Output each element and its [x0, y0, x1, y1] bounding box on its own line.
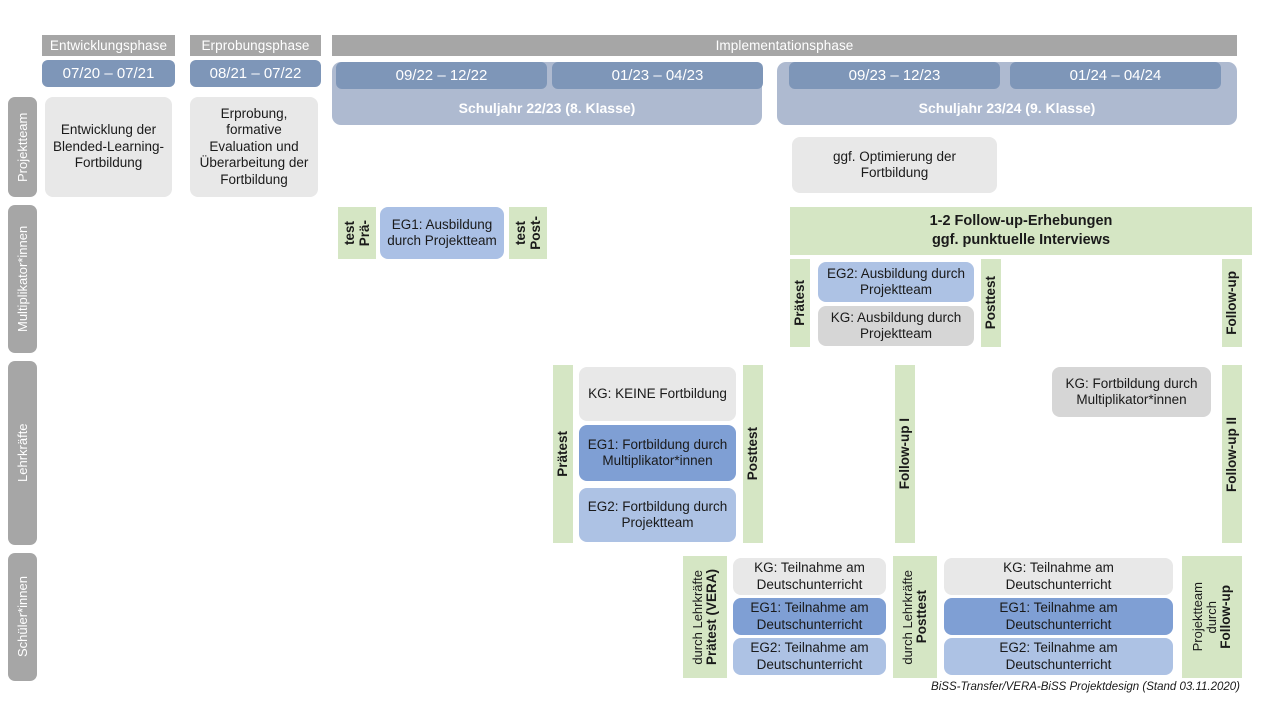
box-eg2-fortbildung-projektteam: EG2: Fortbildung durch Projektteam — [579, 488, 736, 542]
period-label: 01/23 – 04/23 — [611, 67, 704, 84]
box-eg1-fortbildung-multiplikatoren: EG1: Fortbildung durch Multiplikator*inn… — [579, 425, 736, 481]
box-text: KG: Teilnahme am Deutschunterricht — [1003, 560, 1114, 592]
role-text: Schüler*innen — [15, 576, 30, 658]
box-text: EG1: Fortbildung durch Multiplikator*inn… — [587, 436, 728, 468]
band-praetest-multiplikatoren: Prä- test — [338, 207, 376, 259]
banner-followup-erhebungen: 1-2 Follow-up-Erhebungen ggf. punktuelle… — [790, 207, 1252, 255]
box-schueler-eg2-links: EG2: Teilnahme am Deutschunterricht — [733, 638, 886, 675]
band-posttest-multiplikatoren-2: Posttest — [981, 259, 1001, 347]
band-line: Post- — [527, 216, 543, 250]
phase-header-implementationsphase: Implementationsphase — [332, 35, 1237, 56]
band-line: test — [342, 220, 357, 245]
box-text: KG: KEINE Fortbildung — [588, 385, 727, 401]
phase-header-label: Entwicklungsphase — [49, 37, 168, 53]
band-line: Prätest (VERA) — [704, 568, 720, 666]
role-label-projektteam: Projektteam — [8, 97, 37, 197]
box-erprobung-evaluation: Erprobung, formative Evaluation und Über… — [190, 97, 318, 197]
period-label: 01/24 – 04/24 — [1069, 67, 1162, 84]
role-label-schuelerinnen: Schüler*innen — [8, 553, 37, 681]
band-line: Projektteam — [1190, 582, 1206, 652]
role-label-lehrkraefte: Lehrkräfte — [8, 361, 37, 545]
band-text: Prätest — [791, 280, 807, 326]
footer-text: BiSS-Transfer/VERA-BiSS Projektdesign (S… — [931, 681, 1240, 693]
band-line: Posttest — [914, 590, 930, 644]
band-praetest-lehrkraefte: Prätest — [553, 365, 573, 543]
box-text: EG2: Teilnahme am Deutschunterricht — [999, 640, 1118, 672]
phase-header-label: Erprobungsphase — [201, 37, 310, 53]
box-kg-fortbildung-multiplikatoren: KG: Fortbildung durch Multiplikator*inne… — [1052, 367, 1211, 417]
band-followup-1-lehrkraefte: Follow-up I — [895, 365, 915, 543]
period-0821-0722: 08/21 – 07/22 — [190, 60, 321, 87]
band-line: Prä- — [356, 219, 372, 247]
box-text: EG2: Ausbildung durch Projektteam — [826, 265, 966, 297]
box-text: EG1: Teilnahme am Deutschunterricht — [750, 600, 869, 632]
role-text: Projektteam — [15, 112, 30, 182]
role-text: Multiplikator*innen — [15, 225, 30, 333]
band-line: Follow-up — [1218, 585, 1234, 649]
band-text: Follow-up II — [1223, 416, 1239, 492]
band-line: durch — [1204, 600, 1220, 634]
band-text: Follow-up — [1223, 271, 1239, 335]
box-eg2-ausbildung-projektteam: EG2: Ausbildung durch Projektteam — [818, 262, 974, 302]
phase-header-label: Implementationsphase — [715, 37, 854, 53]
box-text: KG: Ausbildung durch Projektteam — [830, 309, 962, 341]
box-eg1-ausbildung-projektteam: EG1: Ausbildung durch Projektteam — [380, 207, 504, 259]
band-line: durch Lehrkräfte — [900, 569, 916, 665]
period-label: 09/22 – 12/22 — [395, 67, 488, 84]
period-0923-1223: 09/23 – 12/23 — [789, 62, 1000, 89]
banner-line-2: ggf. punktuelle Interviews — [931, 232, 1111, 248]
box-text: KG: Fortbildung durch Multiplikator*inne… — [1065, 375, 1198, 407]
box-text: Entwicklung der Blended-Learning-Fortbil… — [52, 122, 165, 171]
box-text: Erprobung, formative Evaluation und Über… — [199, 105, 309, 187]
band-posttest-lehrkraefte: Posttest — [743, 365, 763, 543]
band-line: test — [513, 220, 528, 245]
band-posttest-schueler: Posttest durch Lehrkräfte — [893, 556, 937, 678]
schoolyear-label: Schuljahr 23/24 (9. Klasse) — [918, 100, 1096, 116]
period-label: 09/23 – 12/23 — [848, 67, 941, 84]
box-kg-ausbildung-projektteam: KG: Ausbildung durch Projektteam — [818, 306, 974, 346]
box-text: EG1: Ausbildung durch Projektteam — [387, 216, 497, 248]
band-followup-multiplikatoren: Follow-up — [1222, 259, 1242, 347]
box-text: KG: Teilnahme am Deutschunterricht — [754, 560, 865, 592]
period-0720-0721: 07/20 – 07/21 — [42, 60, 175, 87]
period-label: 07/20 – 07/21 — [62, 65, 155, 82]
band-followup-2-lehrkraefte: Follow-up II — [1222, 365, 1242, 543]
box-text: EG2: Fortbildung durch Projektteam — [587, 498, 728, 530]
box-entwicklung-fortbildung: Entwicklung der Blended-Learning-Fortbil… — [45, 97, 172, 197]
role-label-multiplikatorinnen: Multiplikator*innen — [8, 205, 37, 353]
band-text: Follow-up I — [896, 418, 912, 490]
period-0124-0424: 01/24 – 04/24 — [1010, 62, 1221, 89]
phase-header-erprobungsphase: Erprobungsphase — [190, 35, 321, 56]
period-0922-1222: 09/22 – 12/22 — [336, 62, 547, 89]
box-kg-keine-fortbildung: KG: KEINE Fortbildung — [579, 367, 736, 421]
box-text: EG2: Teilnahme am Deutschunterricht — [750, 640, 869, 672]
footer-source-note: BiSS-Transfer/VERA-BiSS Projektdesign (S… — [840, 681, 1240, 697]
band-praetest-vera-schueler: Prätest (VERA) durch Lehrkräfte — [683, 556, 727, 678]
box-text: ggf. Optimierung der Fortbildung — [832, 148, 957, 180]
box-optimierung-fortbildung: ggf. Optimierung der Fortbildung — [792, 137, 997, 193]
box-schueler-eg1-links: EG1: Teilnahme am Deutschunterricht — [733, 598, 886, 635]
banner-line-1: 1-2 Follow-up-Erhebungen — [929, 213, 1113, 230]
band-text: Prätest — [554, 431, 570, 477]
box-schueler-kg-rechts: KG: Teilnahme am Deutschunterricht — [944, 558, 1173, 595]
band-text: Posttest — [982, 276, 998, 330]
band-followup-schueler: Follow-up durch Projektteam — [1182, 556, 1242, 678]
band-posttest-multiplikatoren: Post- test — [509, 207, 547, 259]
box-text: EG1: Teilnahme am Deutschunterricht — [999, 600, 1118, 632]
box-schueler-kg-links: KG: Teilnahme am Deutschunterricht — [733, 558, 886, 595]
box-schueler-eg2-rechts: EG2: Teilnahme am Deutschunterricht — [944, 638, 1173, 675]
band-line: durch Lehrkräfte — [690, 569, 706, 665]
schoolyear-label: Schuljahr 22/23 (8. Klasse) — [458, 100, 636, 116]
role-text: Lehrkräfte — [15, 423, 30, 483]
phase-header-entwicklungsphase: Entwicklungsphase — [42, 35, 175, 56]
band-text: Posttest — [744, 427, 760, 481]
period-label: 08/21 – 07/22 — [209, 65, 302, 82]
band-praetest-multiplikatoren-2: Prätest — [790, 259, 810, 347]
period-0123-0423: 01/23 – 04/23 — [552, 62, 763, 89]
box-schueler-eg1-rechts: EG1: Teilnahme am Deutschunterricht — [944, 598, 1173, 635]
